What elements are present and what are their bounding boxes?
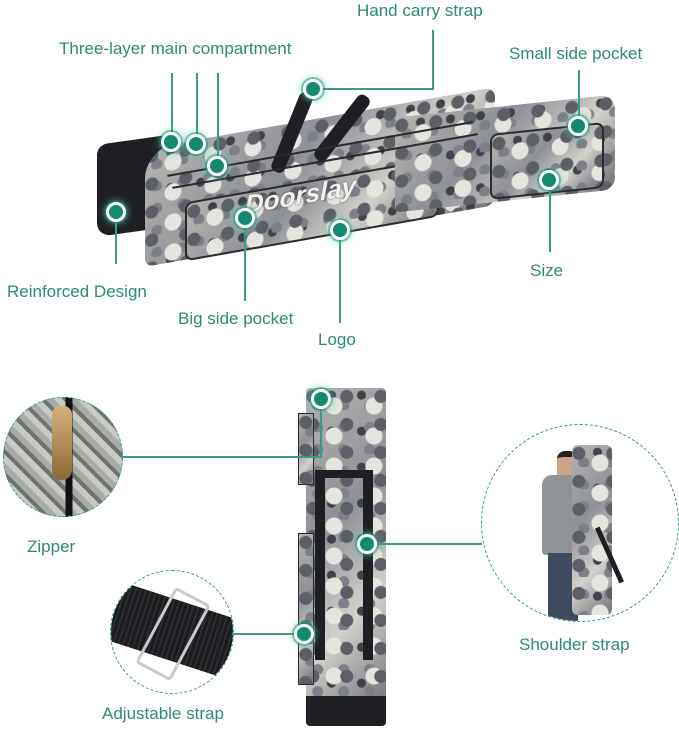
marker-compartment-3[interactable] [207,156,227,176]
vertical-strap-right[interactable] [363,470,373,660]
label-shoulder-strap: Shoulder strap [519,635,630,654]
adjustable-strap-detail-image [110,570,234,694]
marker-shoulder-strap[interactable] [357,534,377,554]
marker-size[interactable] [539,170,559,190]
leader-line [578,70,580,126]
vertical-strap-bar [315,470,373,478]
bag-horizontal: Doorslay [95,87,615,267]
zipper-pull [52,406,72,480]
vertical-bottom-cap [306,696,386,726]
leader-line [549,180,551,252]
label-reinforced-design: Reinforced Design [7,282,147,301]
label-big-side-pocket: Big side pocket [178,309,294,328]
leader-line [244,217,246,301]
leader-line [313,88,433,90]
leader-line [171,73,173,141]
marker-zipper[interactable] [311,389,331,409]
leader-line [367,543,482,545]
leader-line [232,633,304,635]
label-hand-carry-strap: Hand carry strap [357,1,483,20]
marker-hand-carry-strap[interactable] [303,79,323,99]
bag-on-back [572,445,612,615]
leader-line [320,400,322,458]
label-small-side-pocket: Small side pocket [509,44,643,63]
leader-line [115,212,117,264]
bag-vertical [298,388,390,728]
vertical-strap-left[interactable] [315,470,325,660]
leader-line [432,30,434,90]
marker-adjustable-strap[interactable] [294,624,314,644]
leader-line [339,230,341,323]
label-adjustable-strap: Adjustable strap [102,704,224,723]
leader-line [196,73,198,145]
marker-compartment-1[interactable] [161,132,181,152]
marker-compartment-2[interactable] [186,134,206,154]
label-size: Size [530,261,564,280]
leader-line [122,456,321,458]
vertical-side-pocket-bottom [298,533,314,685]
label-logo: Logo [318,330,356,349]
marker-reinforced-design[interactable] [106,202,126,222]
label-zipper: Zipper [27,537,76,556]
zipper-detail-image [3,397,123,517]
marker-logo[interactable] [330,220,350,240]
vertical-side-pocket-top [298,413,314,485]
marker-big-side-pocket[interactable] [235,208,255,228]
label-three-layer-compartment: Three-layer main compartment [59,39,292,58]
leader-line [217,73,219,165]
shoulder-strap-detail-image [481,424,679,622]
marker-small-side-pocket[interactable] [568,116,588,136]
